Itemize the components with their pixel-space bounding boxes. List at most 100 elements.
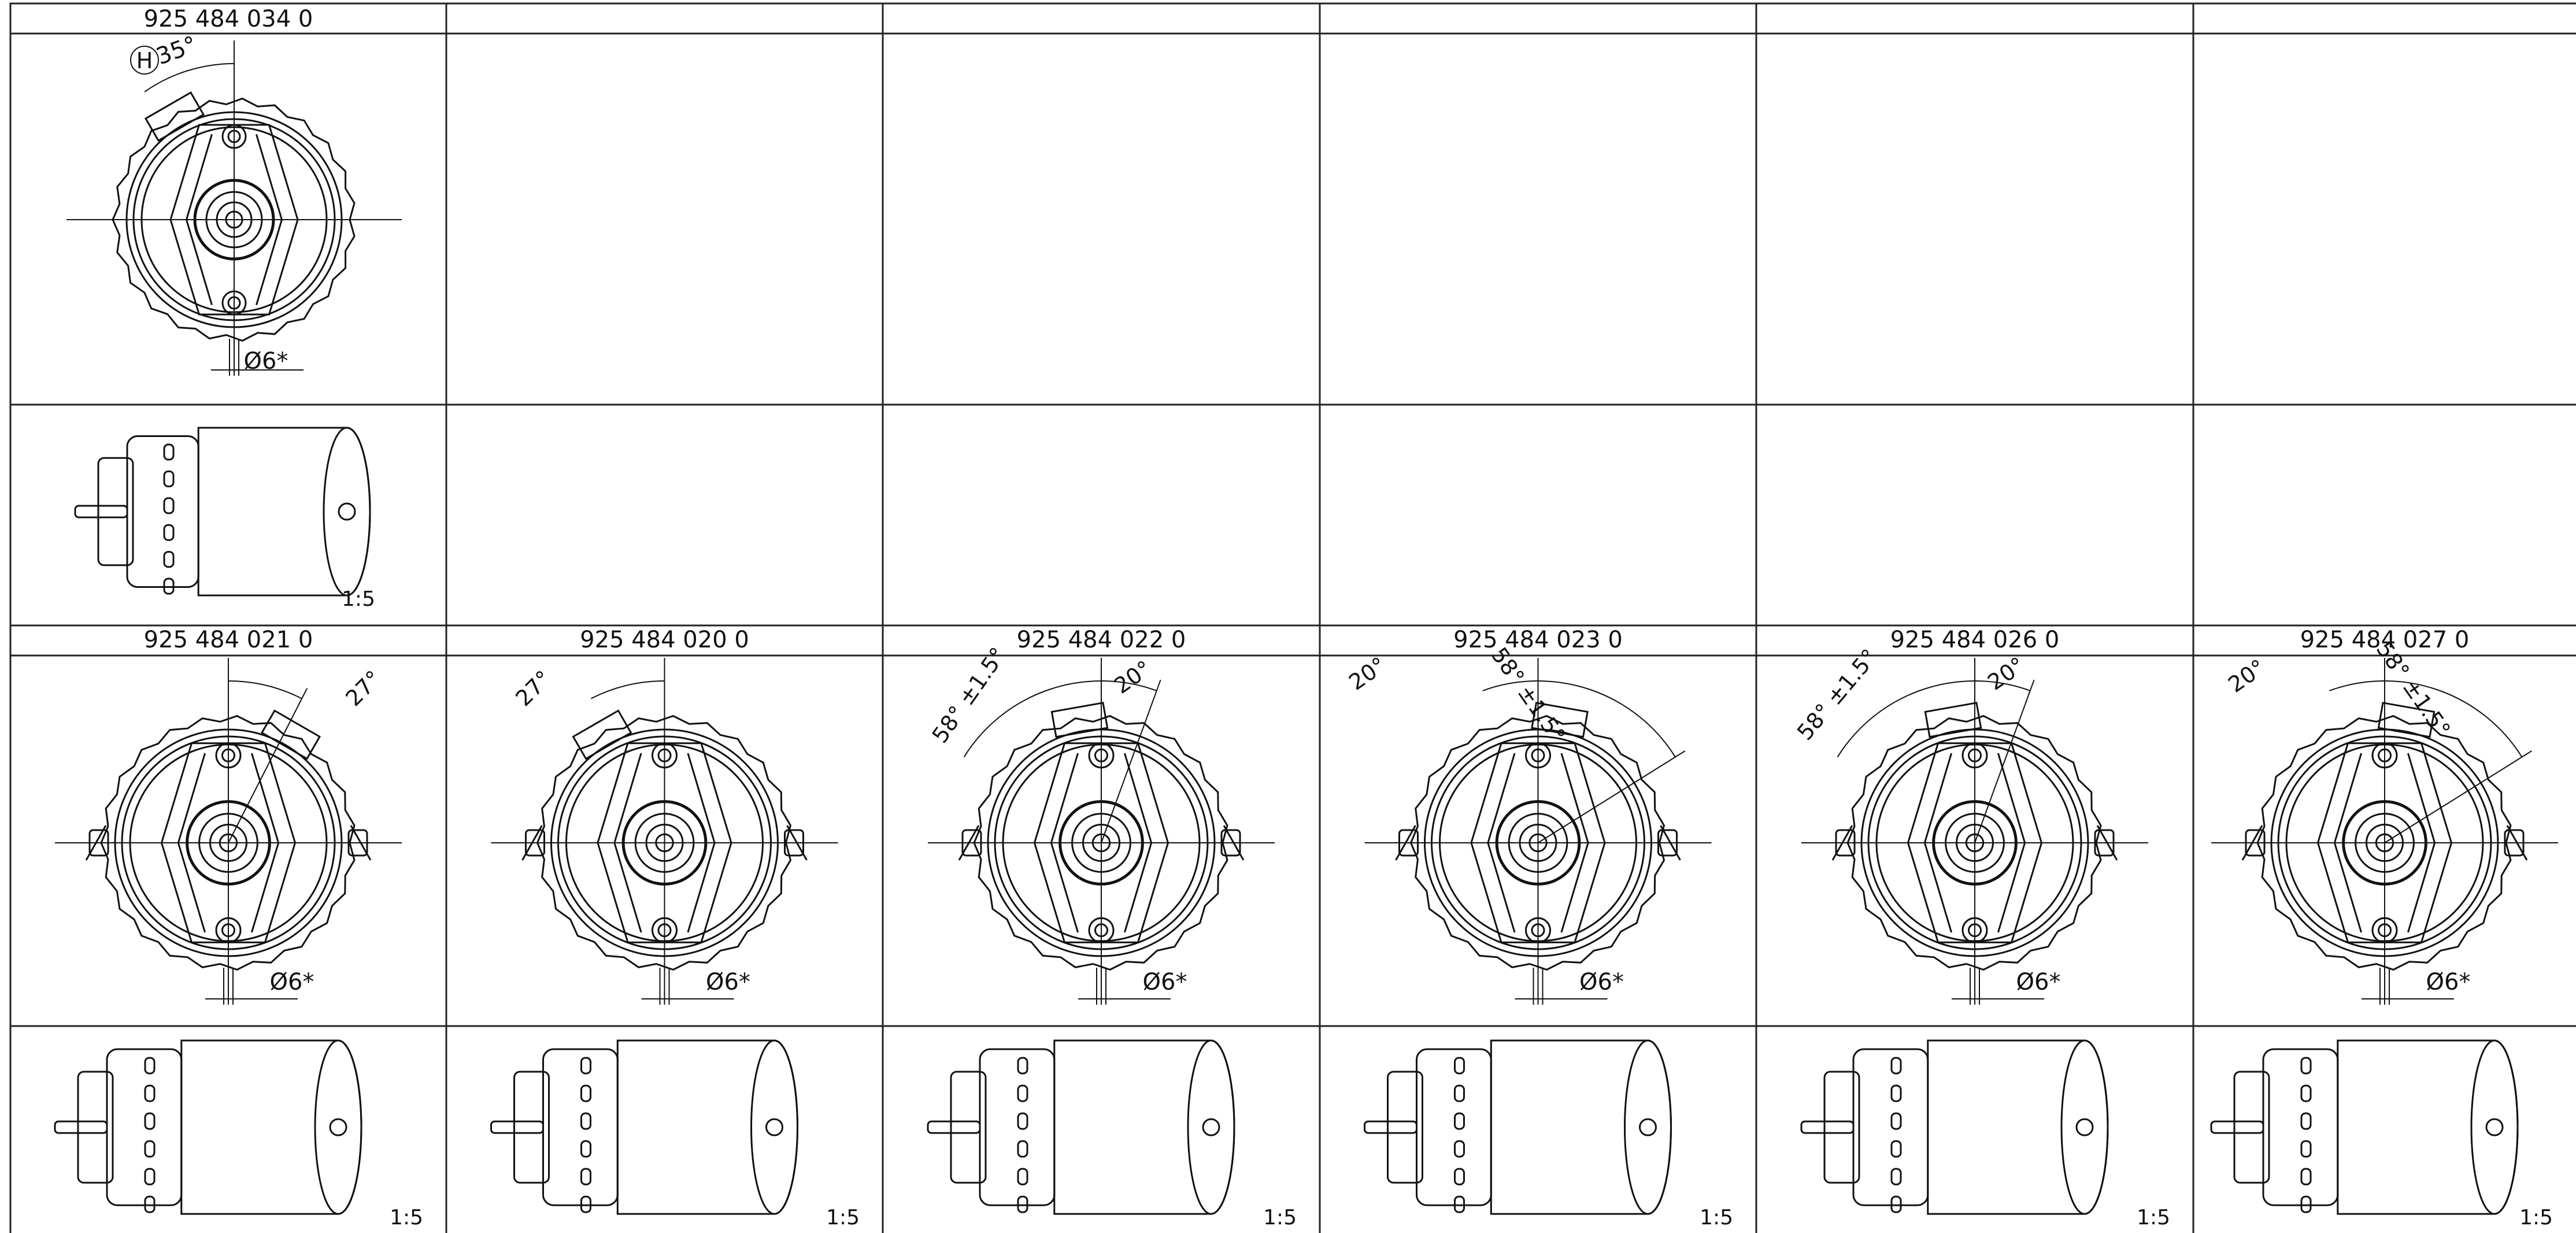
side-port [784,829,804,857]
cell-bottom-6: 925 484 027 020°58° ±1.5°Ø6*1:5 [2210,627,2558,1230]
angle-label: 27° [510,665,556,711]
angle-label: 58° ±1.5° [927,643,1011,747]
body-plate [1470,742,1606,943]
clamp-slot [1454,1195,1465,1213]
clamp-slot [1890,1140,1902,1158]
housing-ring [129,743,328,942]
clamp-slot [1017,1140,1028,1158]
spring-cylinder [1927,1039,2109,1215]
angle-label: 27° [340,665,386,711]
centre-hub [219,833,238,853]
side-view [1800,1039,2109,1215]
angle-arc [228,680,302,699]
mounting-bolt [1961,917,1988,943]
mounting-bolt [221,748,235,762]
angle-label: 20° [1109,656,1156,699]
cylinder-end [2060,1039,2109,1215]
centre-hub [198,813,258,873]
plate-edge [177,753,206,933]
side-view [54,1039,362,1215]
angle-leader [1537,750,1686,843]
centre-hub [1058,800,1144,886]
side-port [786,825,808,861]
housing-ring [1867,735,2082,950]
clamp-slot [163,497,175,514]
centre-hub [2366,824,2404,862]
side-port [1223,825,1245,861]
part-number: 925 484 022 0 [1017,627,1186,653]
push-rod [1364,1120,1417,1134]
scale-label: 1:5 [1263,1206,1297,1230]
push-rod [2210,1120,2264,1134]
part-number: 925 484 021 0 [144,627,313,653]
mounting-bolt [1531,923,1545,938]
clamp-ring [1846,714,2102,971]
front-view [491,658,838,1005]
side-port [1660,825,1681,861]
body-plate [169,124,299,316]
side-view [927,1039,1235,1215]
plate-edge [1997,753,2026,933]
plate-edge [2333,753,2363,933]
service-chamber [106,1048,183,1206]
clamp-slot [1890,1195,1902,1213]
plate-edge [250,753,280,933]
side-port [1831,825,1853,861]
port-housing [1924,702,1982,738]
angle-arc [144,63,235,92]
clamp-slot [163,551,175,568]
front-view [2211,658,2558,1005]
clamp-slot [163,470,175,488]
hole-label: Ø6* [1143,969,1187,995]
side-port [2241,825,2263,861]
side-port [2094,829,2115,857]
side-port [525,829,545,857]
mount-flange [1387,1071,1423,1184]
cylinder-end [1187,1039,1235,1215]
part-number: 925 484 023 0 [1453,627,1623,653]
mounting-bolt [652,917,678,943]
mounting-bolt [1968,748,1982,762]
clamp-ring [536,714,792,971]
cell-bottom-2: 925 484 020 027°Ø6*1:5 [490,627,860,1230]
spring-cylinder [1053,1039,1235,1215]
port-housing [2377,702,2436,738]
mount-flange [1823,1071,1860,1184]
push-rod [54,1120,108,1134]
side-port [1398,829,1419,857]
mounting-bolt [1525,742,1551,769]
service-chamber [126,435,199,588]
release-bolt [765,1118,783,1136]
mounting-bolt [227,296,241,310]
scale-label: 1:5 [1700,1206,1733,1230]
angle-arc [590,680,665,699]
clamp-slot [580,1140,591,1158]
hole-label: Ø6* [1579,969,1624,995]
clamp-slot [1890,1168,1902,1186]
angle-label: 58° ±1.5° [1792,644,1882,745]
clamp-slot [580,1057,591,1075]
mount-flange [950,1071,987,1184]
hole-label: Ø6* [244,348,288,375]
body-plate [597,742,732,943]
clamp-ring [973,714,1228,971]
cylinder-end [314,1039,362,1215]
clamp-slot [2300,1195,2312,1213]
scale-label: 1:5 [2137,1206,2170,1230]
mounting-bolt [657,923,672,938]
cell-bottom-3: 925 484 022 058° ±1.5° 20° Ø6* 1:5 [927,627,1297,1230]
spring-cylinder [197,427,371,597]
clamp-slot [1017,1195,1028,1213]
angle-arc [963,680,1157,758]
push-rod [490,1120,544,1134]
side-port [2504,829,2525,857]
side-port [85,825,107,861]
clamp-slot [2300,1084,2312,1102]
clamp-slot [580,1195,591,1213]
centre-hub [1508,813,1568,873]
mounting-bolt [221,923,235,938]
hole-label: Ø6* [2016,969,2061,995]
housing-ring [1002,743,1201,942]
housing-ring [1875,743,2074,942]
